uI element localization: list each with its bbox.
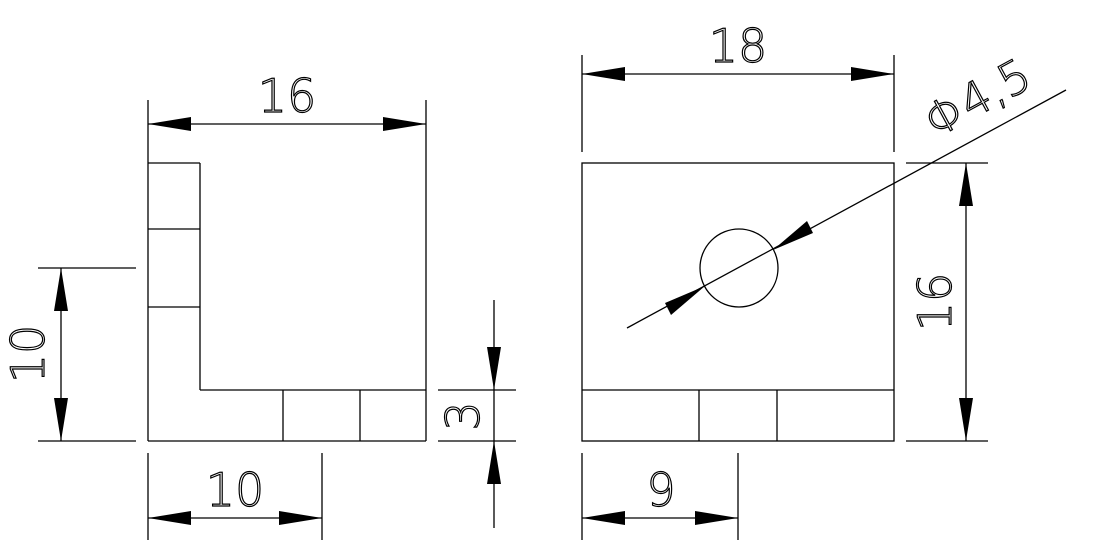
- right-part-outline: [581, 162, 895, 442]
- left-bottom-label: 10: [206, 463, 265, 517]
- right-hole-circle: [699, 228, 779, 308]
- right-bottom-arrow-end: [695, 511, 738, 525]
- right-height-arrow-start: [959, 163, 973, 206]
- right-bottom-arrow-start: [582, 511, 625, 525]
- right-width-arrow-end: [851, 67, 894, 81]
- right-diameter-arrow-lower: [665, 286, 705, 315]
- left-height-label: 10: [1, 325, 55, 384]
- right-width-arrow-start: [582, 67, 625, 81]
- right-diameter-label: Φ4,5: [915, 47, 1040, 148]
- left-slot-arrow-bottom: [487, 441, 501, 484]
- right-view: 18 16 9 Φ4,5: [581, 18, 1067, 540]
- left-width-label: 16: [258, 69, 317, 123]
- left-view: 16 10 10 3: [0, 68, 516, 540]
- right-diameter-arrow-upper: [773, 221, 813, 250]
- right-height-arrow-end: [959, 398, 973, 441]
- left-height-arrow-start: [54, 268, 68, 311]
- right-bottom-label: 9: [646, 463, 675, 517]
- right-width-label: 18: [709, 19, 768, 73]
- left-bottom-arrow-end: [279, 511, 322, 525]
- left-width-arrow-start: [148, 117, 191, 131]
- left-slot-arrow-top: [487, 347, 501, 390]
- left-slot-label: 3: [436, 401, 490, 430]
- left-height-arrow-end: [54, 398, 68, 441]
- right-height-label: 16: [908, 273, 962, 332]
- left-width-arrow-end: [383, 117, 426, 131]
- left-bottom-arrow-start: [148, 511, 191, 525]
